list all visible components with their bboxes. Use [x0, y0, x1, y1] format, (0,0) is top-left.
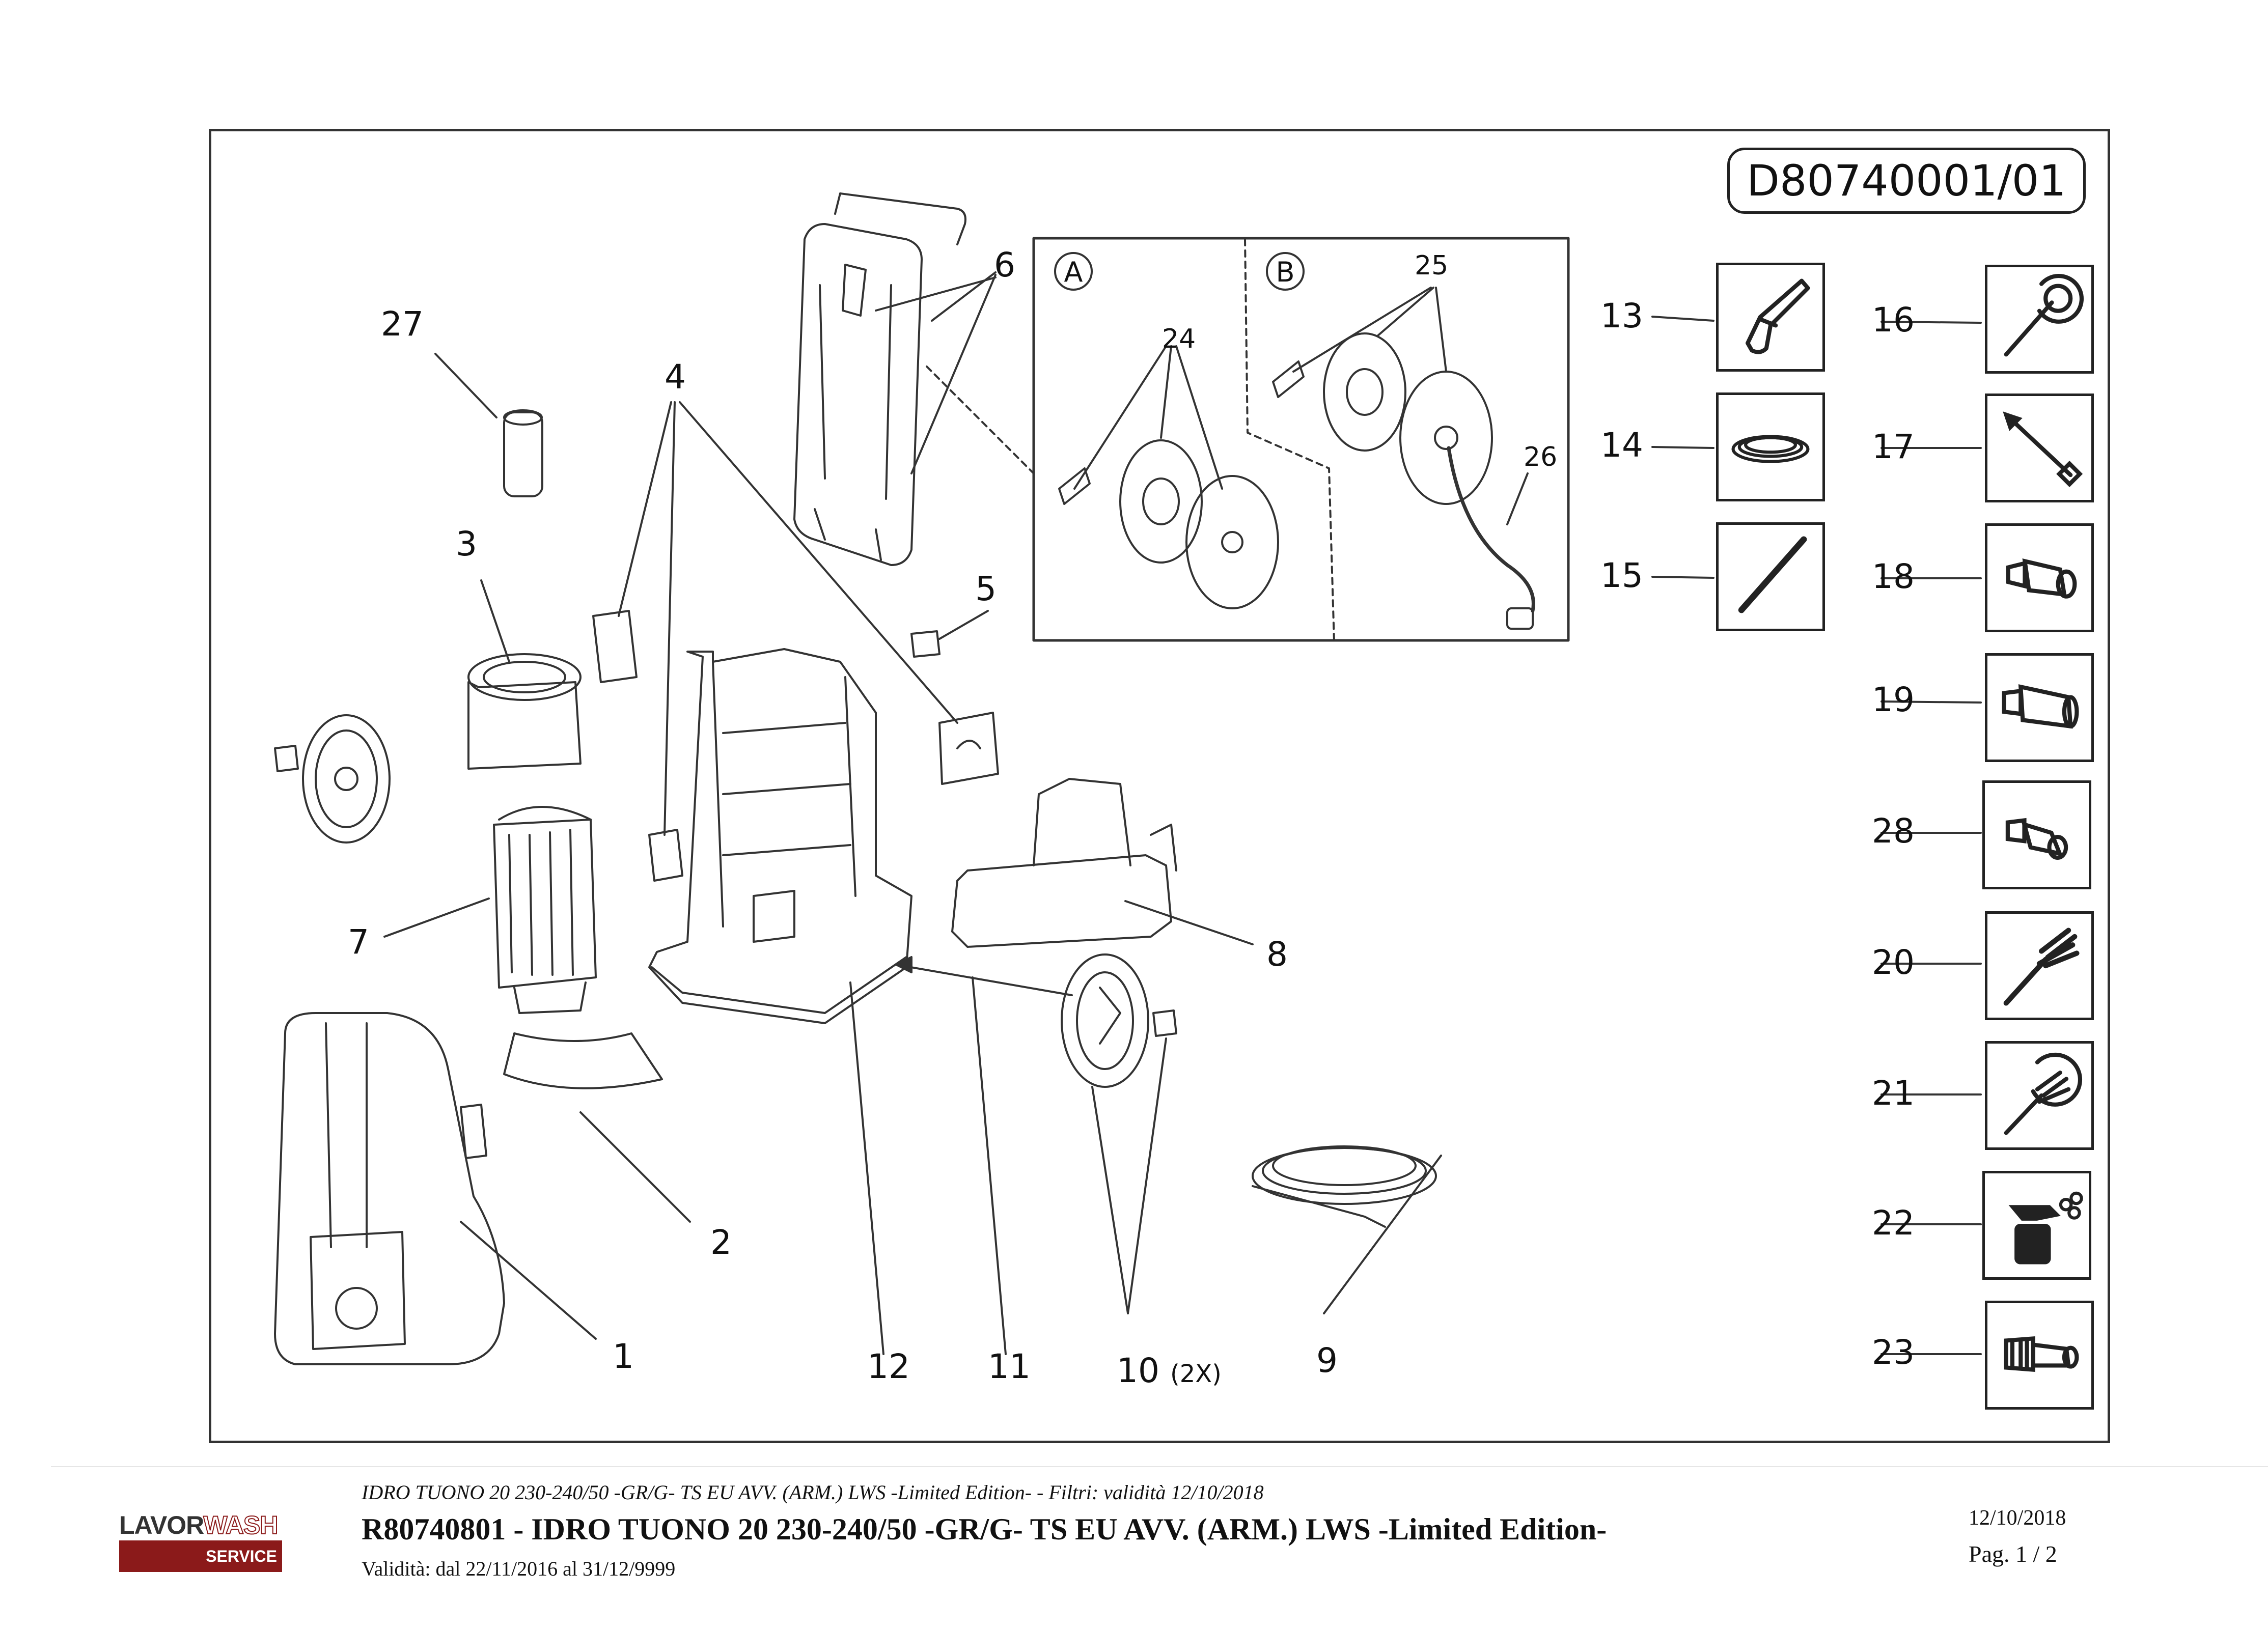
spray-gun-icon: [1746, 278, 1810, 354]
connector-icon: [2005, 818, 2068, 860]
callout-3: 3: [456, 524, 477, 564]
callout-27: 27: [381, 304, 424, 344]
callout-7: 7: [348, 922, 369, 962]
accessory-18: [1985, 523, 2094, 632]
logo-brand-b: WASH: [203, 1510, 279, 1540]
handle-part: [793, 192, 966, 566]
quick-coupling-icon: [2004, 1336, 2079, 1372]
drawing-frame: [209, 129, 2110, 1443]
adapter-icon: [2006, 558, 2077, 599]
lavorwash-service-logo: LAVORWASH SERVICE: [119, 1510, 282, 1572]
accessory-number-18: 18: [1872, 557, 1915, 596]
callout-8: 8: [1266, 935, 1288, 974]
accessory-number-14: 14: [1600, 426, 1643, 465]
callout-25: 25: [1415, 250, 1449, 281]
footer-divider: [51, 1466, 2268, 1467]
lance-icon: [1738, 536, 1807, 613]
accessory-number-28: 28: [1872, 811, 1915, 851]
foam-sprayer-icon: [2008, 1191, 2083, 1265]
accessory-number-19: 19: [1872, 680, 1915, 719]
callout-24: 24: [1162, 324, 1196, 354]
callout-5: 5: [975, 569, 997, 608]
logo-brand-a: LAVOR: [119, 1511, 204, 1539]
callout-11: 11: [988, 1347, 1031, 1386]
accessory-15: [1716, 522, 1825, 631]
accessory-number-13: 13: [1600, 296, 1643, 335]
hose-icon: [1731, 435, 1810, 463]
callout-2: 2: [710, 1223, 732, 1262]
footer-subtitle: IDRO TUONO 20 230-240/50 -GR/G- TS EU AV…: [362, 1481, 1264, 1504]
accessory-16: [1985, 265, 2094, 374]
accessory-19: [1985, 653, 2094, 762]
accessory-14: [1716, 392, 1825, 501]
footer-date: 12/10/2018: [1969, 1506, 2066, 1530]
accessory-number-17: 17: [1872, 427, 1915, 466]
rotary-brush-icon: [2004, 1052, 2083, 1135]
accessory-23: [1985, 1301, 2094, 1410]
callout-9: 9: [1316, 1341, 1338, 1380]
logo-wordmark: LAVORWASH: [119, 1510, 282, 1540]
accessory-13: [1716, 263, 1825, 372]
callout-12: 12: [867, 1347, 910, 1386]
rotary-nozzle-icon: [2004, 273, 2084, 357]
callout-6: 6: [994, 245, 1015, 285]
callout-10: 10 (2X): [1117, 1354, 1222, 1388]
accessory-17: [1985, 394, 2094, 502]
accessory-number-20: 20: [1872, 943, 1915, 982]
footer-page-number: Pag. 1 / 2: [1969, 1541, 2057, 1567]
footer-validity: Validità: dal 22/11/2016 al 31/12/9999: [362, 1557, 676, 1580]
adjustable-lance-icon: [2003, 411, 2083, 487]
detail-b-label: B: [1276, 256, 1294, 288]
logo-service-band: SERVICE: [119, 1540, 282, 1572]
accessory-number-23: 23: [1872, 1333, 1915, 1372]
footer-title: R80740801 - IDRO TUONO 20 230-240/50 -GR…: [362, 1512, 1607, 1546]
accessory-number-15: 15: [1600, 556, 1643, 595]
accessory-21: [1985, 1041, 2094, 1150]
brush-icon: [2003, 928, 2080, 1006]
accessory-number-16: 16: [1872, 300, 1915, 340]
accessory-number-22: 22: [1872, 1203, 1915, 1243]
accessory-20: [1985, 911, 2094, 1020]
turbo-nozzle-icon: [2002, 684, 2079, 729]
drawing-code: D80740001/01: [1727, 148, 2086, 214]
callout-26: 26: [1524, 442, 1558, 472]
callout-10-quantity: (2X): [1170, 1360, 1222, 1388]
accessory-number-21: 21: [1872, 1074, 1915, 1113]
callout-4: 4: [665, 357, 686, 397]
callout-10-number: 10: [1117, 1351, 1159, 1390]
detail-a-label: A: [1064, 256, 1083, 288]
accessory-28: [1982, 780, 2091, 889]
callout-1: 1: [613, 1337, 634, 1376]
accessory-22: [1982, 1171, 2091, 1280]
